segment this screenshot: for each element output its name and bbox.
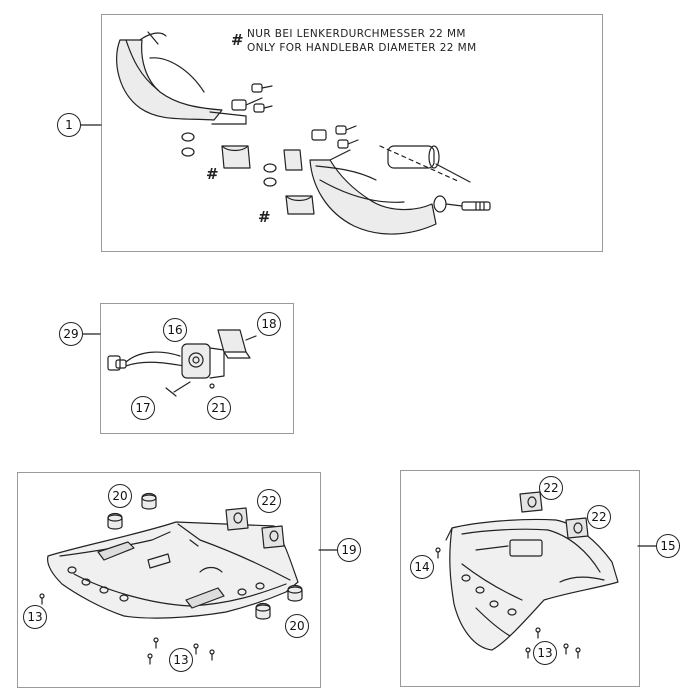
callout-switch-cap: 18 [257,312,281,336]
bash-plate-brackets [225,507,285,549]
callout-switch-washer: 21 [207,396,231,420]
switch-housing [165,329,257,397]
skid-plate-screws [435,547,581,659]
callout-bash-rubber-right: 20 [285,614,309,638]
callout-bash-screw-bottom: 13 [169,648,193,672]
bash-plate-screws [39,593,215,665]
callout-bash-plate: 19 [337,538,361,562]
switch-wiring [107,351,185,371]
left-clamp-hardware [181,83,273,169]
callout-switch-body: 16 [163,318,187,342]
callout-bash-bracket: 22 [257,489,281,513]
note-line-english: ONLY FOR HANDLEBAR DIAMETER 22 MM [247,42,477,54]
skid-plate-rubbers [519,491,589,539]
callout-bash-rubber-left: 20 [108,484,132,508]
callout-bash-screw-left: 13 [23,605,47,629]
callout-switch-screw: 17 [131,396,155,420]
hash-mark-left-clamp: # [206,165,219,183]
callout-switch-kit: 29 [59,322,83,346]
callout-skid-plate: 15 [656,534,680,558]
skid-plate [445,518,619,651]
bash-plate [47,521,299,619]
note-line-german: NUR BEI LENKERDURCHMESSER 22 MM [247,28,466,40]
callout-handguard-kit: 1 [57,113,81,137]
hash-mark-right-clamp: # [258,208,271,226]
handlebar-end [379,145,471,183]
callout-skid-rubber-right: 22 [587,505,611,529]
callout-skid-rubber-top: 22 [539,476,563,500]
bash-plate-rubbers [107,492,303,620]
right-clamp-hardware [263,125,491,215]
right-handguard [309,149,437,235]
left-handguard [116,31,247,125]
callout-skid-screw-bottom: 13 [533,641,557,665]
note-hash-mark: # [231,31,244,49]
callout-skid-screw-left: 14 [410,555,434,579]
handlebar-note: NUR BEI LENKERDURCHMESSER 22 MM ONLY FOR… [247,27,477,55]
